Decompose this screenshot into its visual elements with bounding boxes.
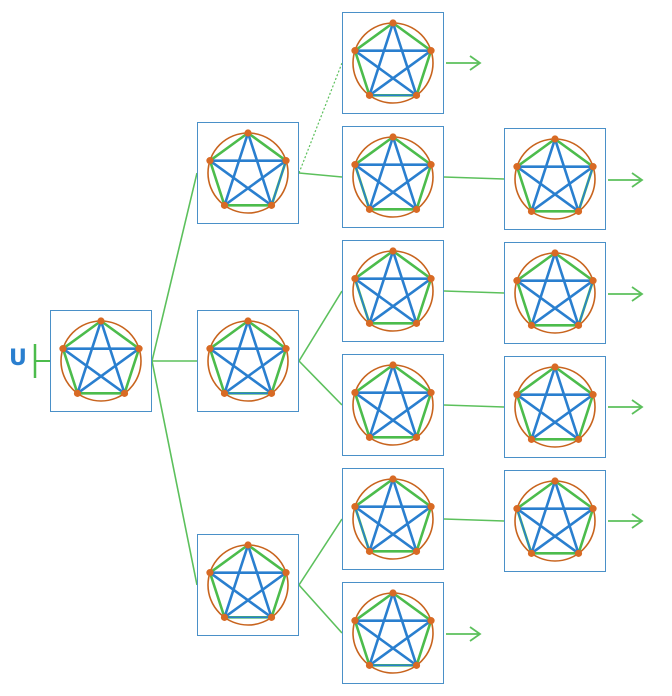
connector-b-b2: [298, 360, 343, 406]
graph-node-c1: [342, 468, 444, 570]
graph-node-c: [197, 534, 299, 636]
graph-drawing: [351, 247, 435, 332]
continuation-arrow: [608, 399, 644, 415]
graph-drawing: [513, 135, 597, 220]
graph-drawing: [206, 317, 290, 402]
connector-c-c2: [298, 584, 343, 634]
graph-node-b: [197, 310, 299, 412]
connector-a-a1: [298, 62, 343, 174]
continuation-arrow: [608, 286, 644, 302]
connector-root-c: [151, 360, 198, 586]
graph-drawing: [351, 475, 435, 560]
connector-c1-c1a: [443, 518, 505, 522]
graph-node-b2: [342, 354, 444, 456]
root-label: U: [9, 346, 27, 371]
continuation-arrow: [446, 55, 482, 71]
graph-drawing: [351, 133, 435, 218]
connector-a2-a2a: [443, 176, 505, 180]
graph-node-a2a: [504, 128, 606, 230]
connector-a-a2: [298, 172, 343, 178]
graph-node-c2: [342, 582, 444, 684]
graph-node-b2a: [504, 356, 606, 458]
graph-node-c1a: [504, 470, 606, 572]
graph-drawing: [513, 477, 597, 562]
graph-drawing: [513, 363, 597, 448]
graph-node-b1: [342, 240, 444, 342]
graph-drawing: [351, 361, 435, 446]
connector-b1-b1a: [443, 290, 505, 294]
graph-drawing: [513, 249, 597, 334]
graph-node-b1a: [504, 242, 606, 344]
connector-b-b1: [298, 290, 343, 362]
graph-node-a2: [342, 126, 444, 228]
graph-drawing: [206, 541, 290, 626]
connector-c-c1: [298, 518, 343, 586]
graph-drawing: [351, 589, 435, 674]
continuation-arrow: [608, 513, 644, 529]
graph-node-a1: [342, 12, 444, 114]
continuation-arrow: [446, 626, 482, 642]
graph-drawing: [351, 19, 435, 104]
connector-b2-b2a: [443, 404, 505, 408]
graph-node-root: [50, 310, 152, 412]
graph-node-a: [197, 122, 299, 224]
root-label-tick: [33, 344, 50, 378]
connector-root-a: [151, 172, 198, 362]
graph-drawing: [59, 317, 143, 402]
graph-drawing: [206, 129, 290, 214]
continuation-arrow: [608, 172, 644, 188]
